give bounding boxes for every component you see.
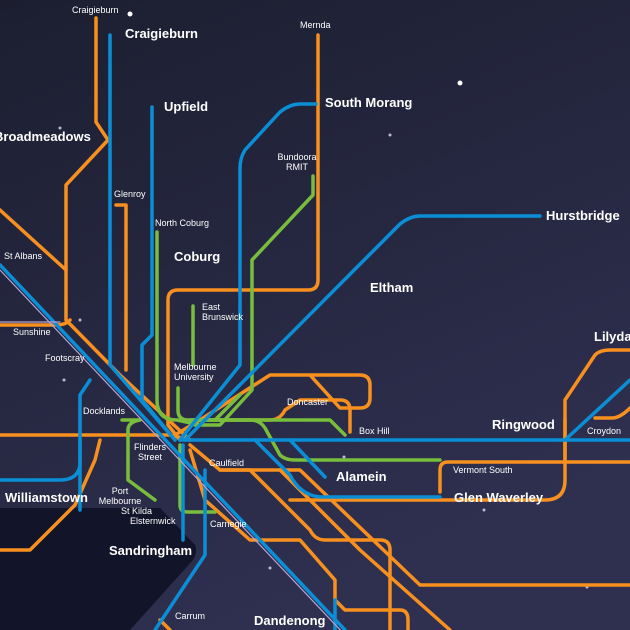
station-carnegie: Carnegie: [210, 519, 247, 529]
station-ringwood: Ringwood: [492, 417, 555, 432]
station-south-morang: South Morang: [325, 95, 413, 110]
station-craigieburn-small: Craigieburn: [72, 5, 119, 15]
station-sandringham: Sandringham: [109, 543, 193, 558]
station-coburg: Coburg: [174, 249, 221, 264]
station-st-albans: St Albans: [4, 251, 43, 261]
station-sunshine: Sunshine: [13, 327, 51, 337]
station-carrum: Carrum: [175, 611, 206, 621]
station-hurstbridge: Hurstbridge: [546, 208, 620, 223]
station-north-coburg: North Coburg: [155, 218, 210, 228]
station-flinders-street: Flinders Street: [133, 442, 166, 462]
station-bundoora-rmit: Bundoora RMIT: [277, 152, 317, 172]
blue-lines: [0, 33, 630, 630]
station-melbourne-university: Melbourne University: [174, 362, 217, 382]
station-williamstown: Williamstown: [5, 490, 88, 505]
station-vermont-south: Vermont South: [453, 465, 513, 475]
station-mernda: Mernda: [300, 20, 331, 30]
station-box-hill: Box Hill: [359, 426, 390, 436]
station-lilydale: Lilydale: [594, 329, 630, 344]
port-phillip-bay: [0, 508, 197, 630]
station-craigieburn: Craigieburn: [125, 26, 198, 41]
station-broadmeadows: Broadmeadows: [0, 129, 91, 144]
station-eltham: Eltham: [370, 280, 414, 295]
station-port-melbourne: Port Melbourne: [98, 486, 142, 506]
station-st-kilda: St Kilda: [121, 506, 153, 516]
station-alamein: Alamein: [336, 469, 387, 484]
station-elsternwick: Elsternwick: [130, 516, 176, 526]
station-glenroy: Glenroy: [114, 189, 146, 199]
station-east-brunswick: East Brunswick: [202, 302, 244, 322]
stars: [58, 11, 589, 589]
station-croydon: Croydon: [587, 426, 622, 436]
station-caulfield: Caulfield: [209, 458, 245, 468]
station-footscray: Footscray: [45, 353, 85, 363]
station-glen-waverley: Glen Waverley: [454, 490, 544, 505]
orange-lines: [0, 16, 630, 630]
purple-line: [0, 269, 342, 630]
station-docklands: Docklands: [83, 406, 126, 416]
station-dandenong: Dandenong: [254, 613, 326, 628]
station-upfield: Upfield: [164, 99, 209, 114]
station-doncaster: Doncaster: [287, 397, 329, 407]
